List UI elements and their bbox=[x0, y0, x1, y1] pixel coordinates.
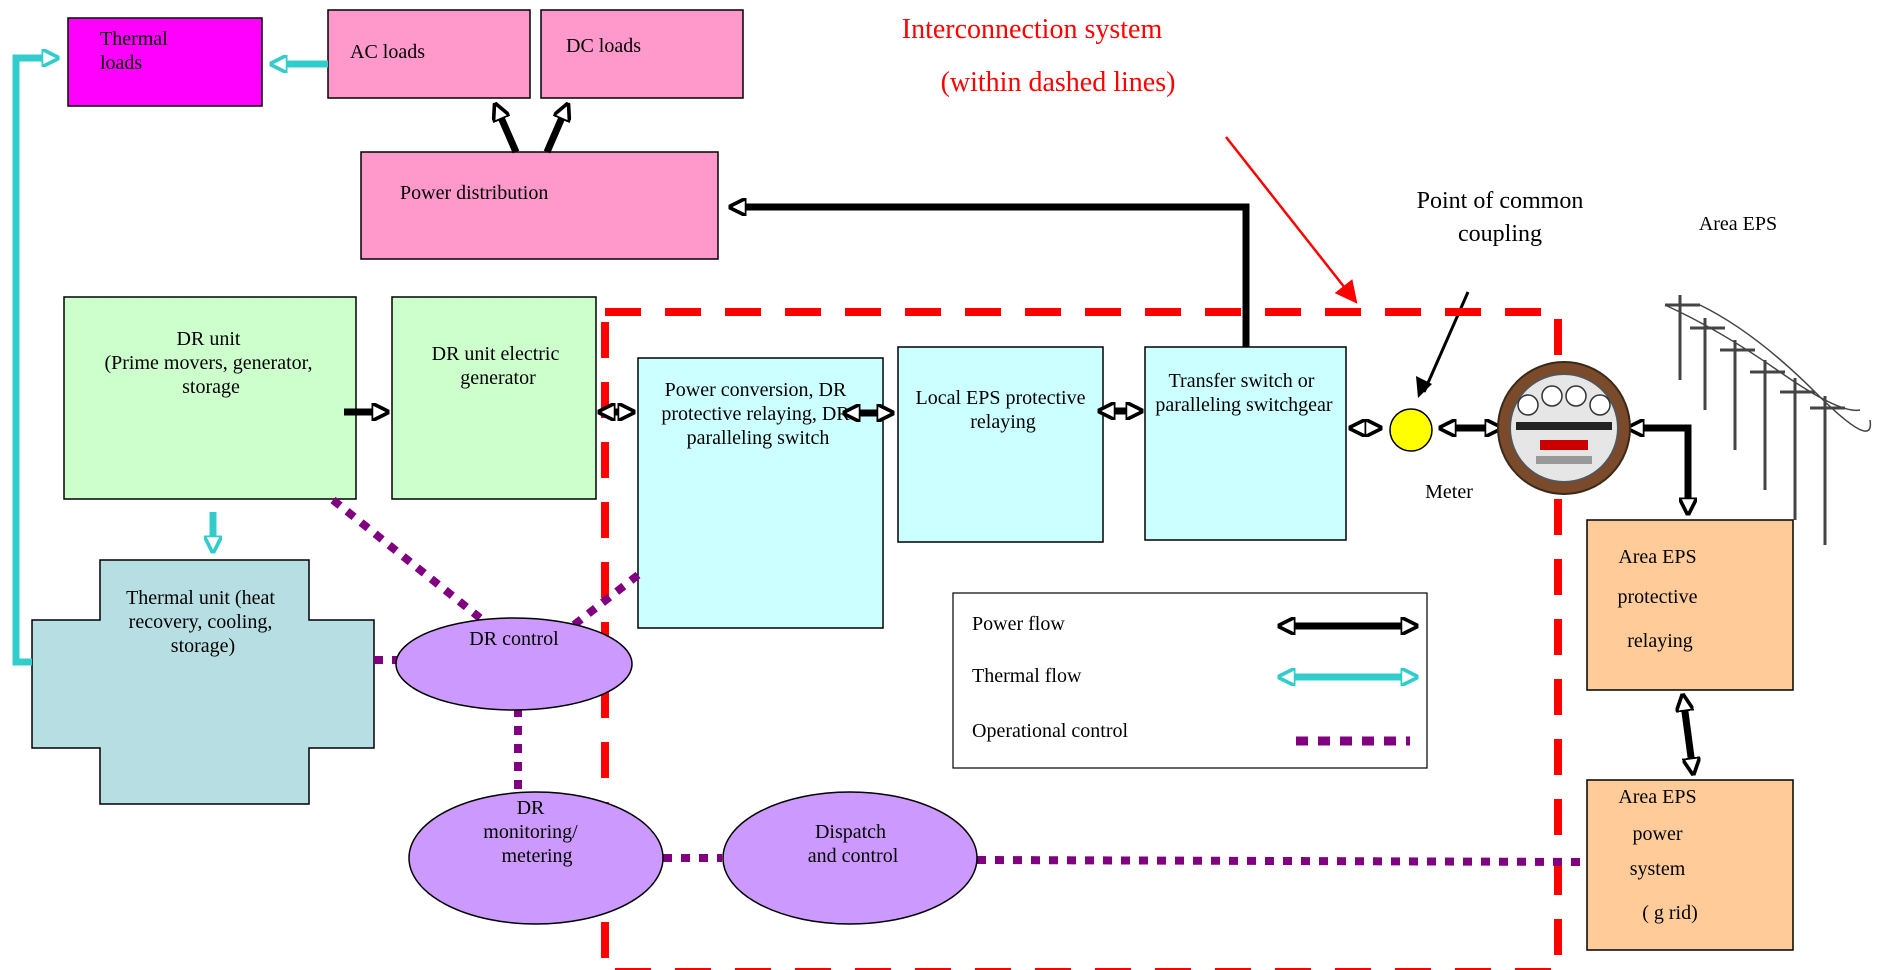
thermal-unit-label: Thermal unit (heat recovery, cooling, st… bbox=[126, 587, 280, 657]
thermal-line-loop bbox=[12, 58, 56, 666]
power-flow-lines bbox=[344, 106, 1693, 772]
legend-thermal-flow-label: Thermal flow bbox=[972, 665, 1082, 687]
control-line-dispatch-grid bbox=[976, 856, 1588, 866]
dc-loads-box bbox=[540, 9, 744, 99]
operational-control-lines bbox=[330, 496, 1588, 866]
area-eps-relaying-box bbox=[1586, 519, 1794, 691]
pcc-pointer-arrow bbox=[1422, 291, 1470, 393]
dispatch-ellipse bbox=[722, 791, 978, 925]
dr-control-ellipse bbox=[395, 617, 633, 711]
thermal-loads-label: Thermal loads bbox=[100, 28, 173, 74]
utility-poles-icon bbox=[1664, 295, 1872, 545]
ac-loads-box bbox=[327, 9, 531, 99]
transfer-switch-label: Transfer switch or paralleling switchgea… bbox=[1155, 370, 1332, 416]
dr-unit-generator-label: DR unit electric generator bbox=[432, 343, 565, 389]
meter-label: Meter bbox=[1425, 481, 1473, 503]
dr-unit-generator-box bbox=[391, 296, 597, 500]
title-line-1: Interconnection system bbox=[902, 14, 1163, 45]
power-conversion-label: Power conversion, DR protective relaying… bbox=[661, 379, 854, 449]
area-eps-power-label: Area EPS power system ( g rid) bbox=[1618, 786, 1701, 924]
area-eps-power-box bbox=[1586, 779, 1794, 951]
utility-meter-icon bbox=[1497, 361, 1631, 495]
dr-unit-box bbox=[63, 296, 357, 500]
dr-monitoring-label: DR monitoring/ metering bbox=[483, 797, 582, 867]
area-eps-relaying-label: Area EPS protective relaying bbox=[1618, 546, 1703, 652]
title-pointer-arrow bbox=[1225, 136, 1358, 304]
thermal-flow-lines bbox=[12, 58, 328, 666]
pcc-label-line-2: coupling bbox=[1458, 221, 1542, 247]
dr-unit-label: DR unit (Prime movers, generator, storag… bbox=[104, 328, 317, 398]
legend-power-flow-label: Power flow bbox=[972, 613, 1065, 635]
dr-monitoring-ellipse bbox=[408, 791, 664, 925]
dc-loads-label: DC loads bbox=[566, 35, 641, 57]
transfer-switch-box bbox=[1144, 346, 1347, 541]
dr-control-label: DR control bbox=[469, 628, 559, 650]
power-conversion-box bbox=[637, 357, 884, 629]
thermal-loads-box bbox=[67, 17, 263, 107]
ac-loads-label: AC loads bbox=[350, 41, 425, 63]
power-line-dist-to-dc bbox=[543, 106, 567, 154]
pcc-pointer-arrowhead bbox=[1416, 376, 1432, 398]
local-eps-label: Local EPS protective relaying bbox=[916, 387, 1091, 433]
power-line-pcc-to-relaying bbox=[1630, 428, 1688, 512]
power-line-dist-to-ac bbox=[496, 106, 520, 154]
thermal-unit-box bbox=[31, 559, 375, 805]
dispatch-label: Dispatch and control bbox=[808, 821, 899, 867]
control-line-drunit bbox=[330, 496, 483, 622]
power-line-relaying-power bbox=[1683, 697, 1693, 772]
area-eps-label: Area EPS bbox=[1699, 213, 1777, 235]
meter-dot bbox=[1389, 408, 1433, 452]
pcc-label-line-1: Point of common bbox=[1417, 188, 1584, 214]
title-line-2: (within dashed lines) bbox=[941, 67, 1176, 98]
local-eps-box bbox=[897, 346, 1104, 543]
legend-operational-control-label: Operational control bbox=[972, 720, 1128, 742]
power-distribution-label: Power distribution bbox=[400, 182, 548, 204]
power-distribution-box bbox=[360, 151, 719, 260]
control-line-powerconv bbox=[567, 571, 641, 632]
power-line-transfer-to-dist bbox=[732, 207, 1250, 347]
